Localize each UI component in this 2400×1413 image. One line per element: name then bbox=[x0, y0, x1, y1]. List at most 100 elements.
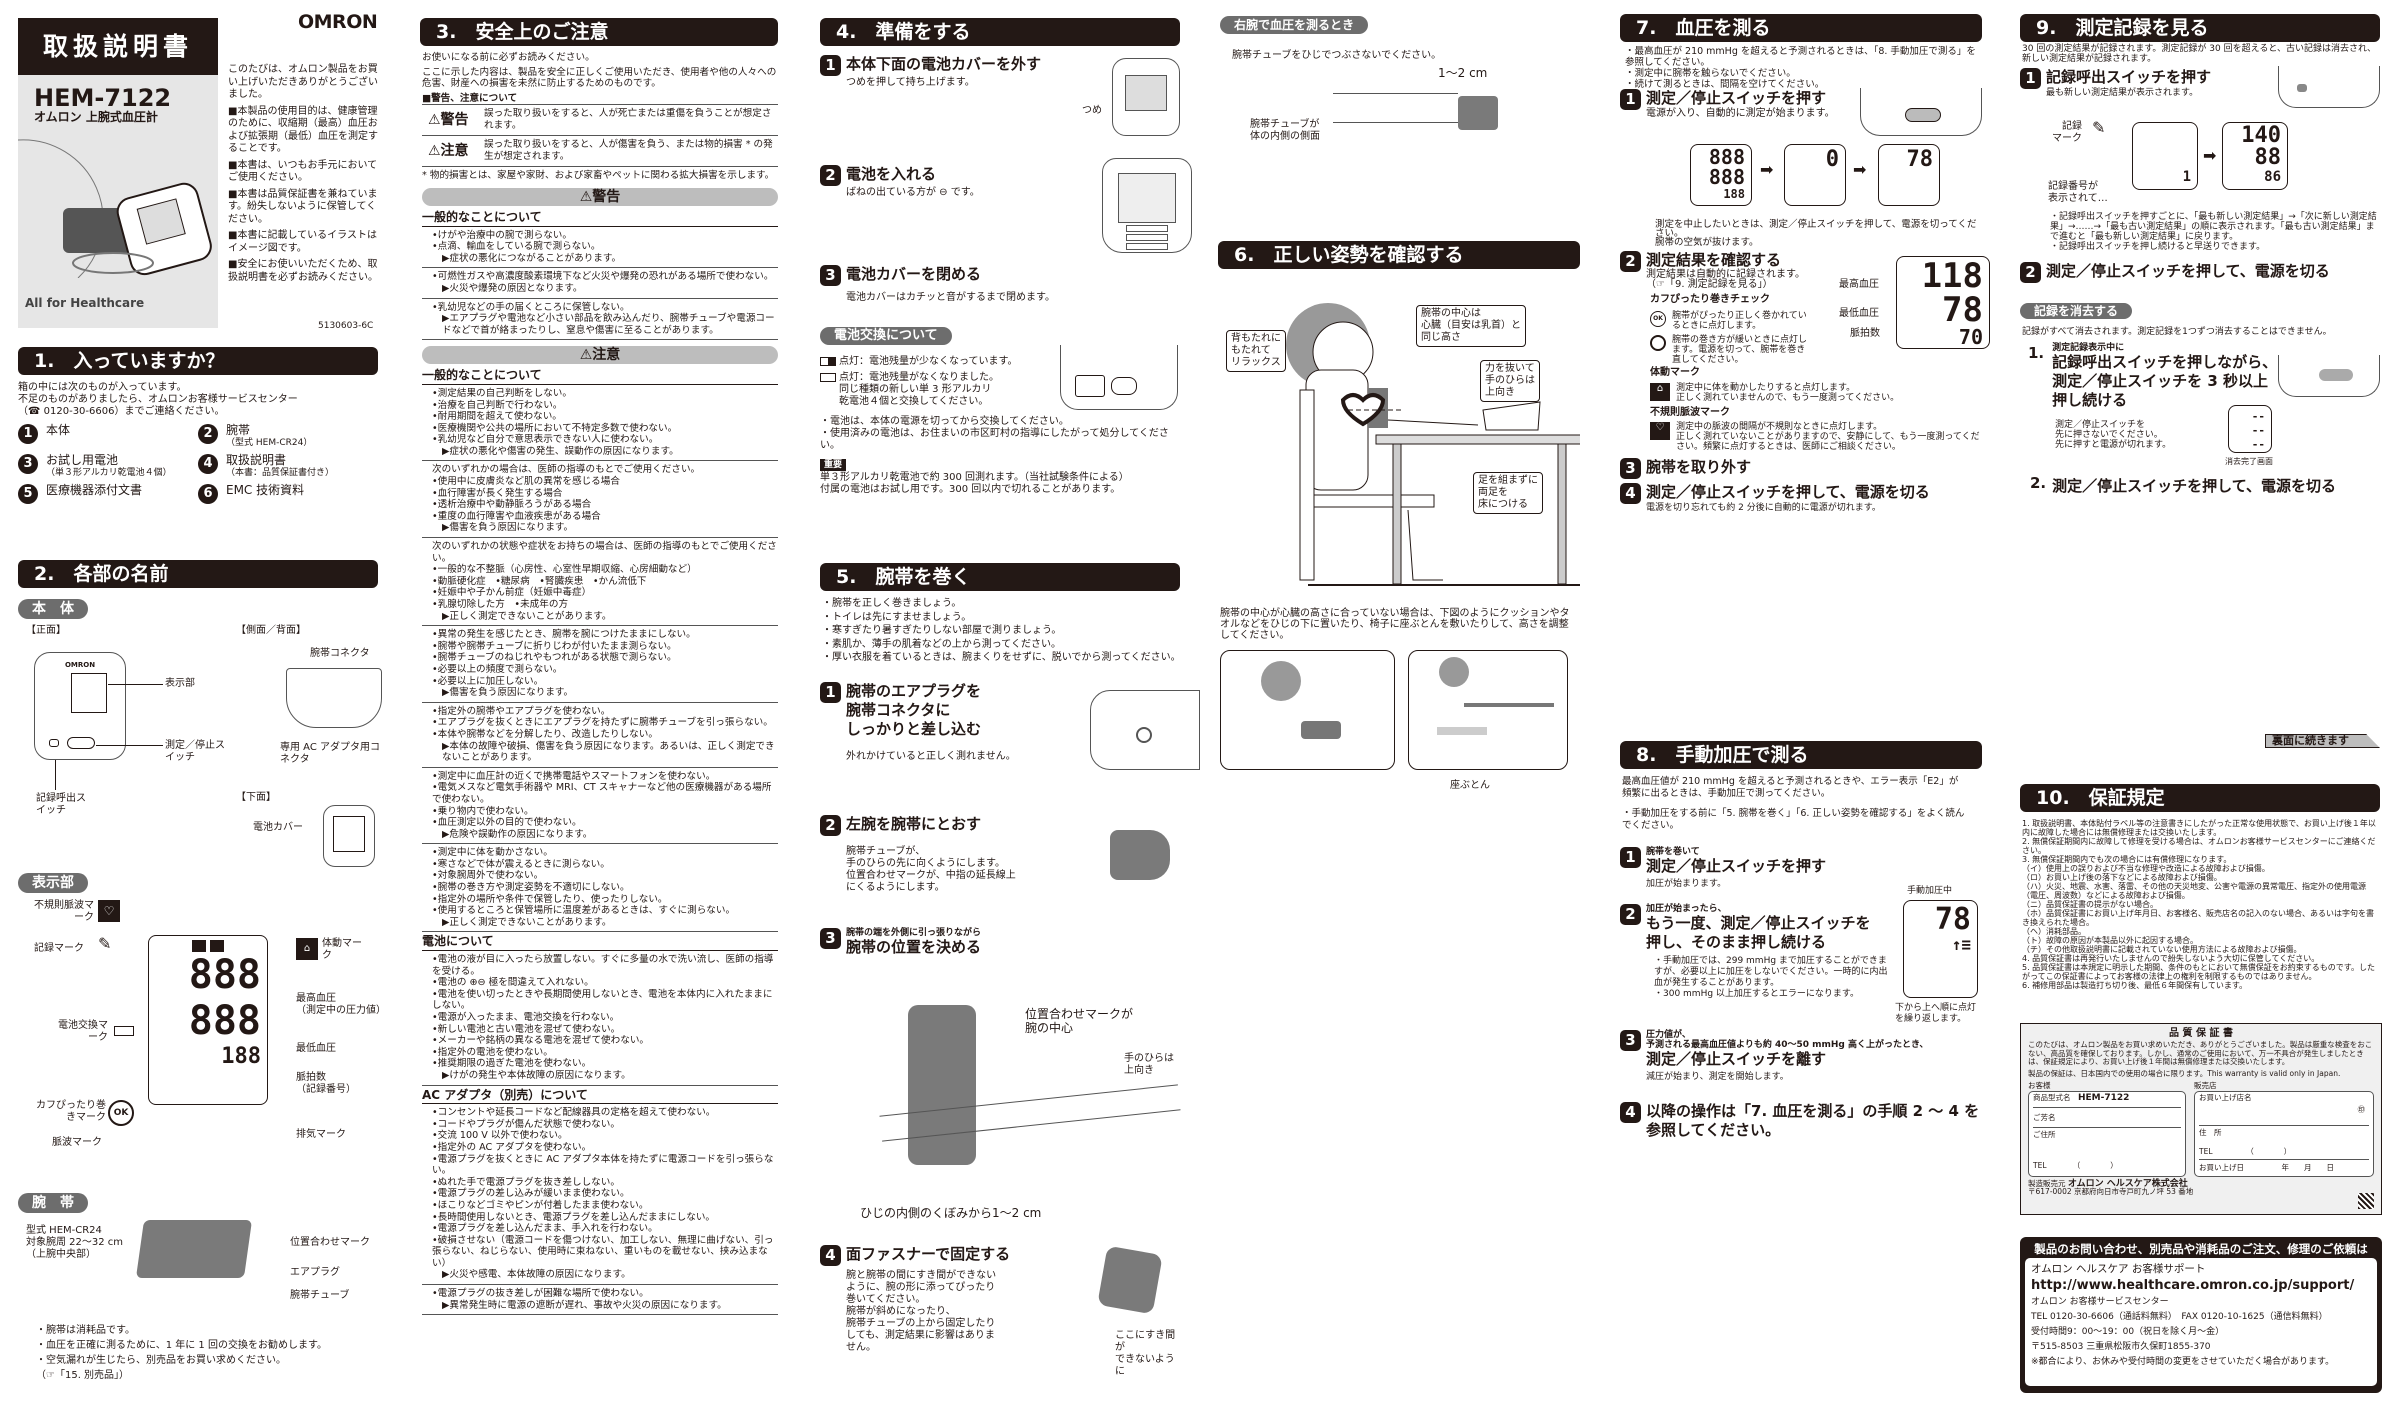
bullet-item: •測定結果の自己判断をしない。 bbox=[432, 387, 572, 399]
item-number: 4 bbox=[198, 454, 218, 474]
card-title: 品 質 保 証 書 bbox=[2169, 1028, 2233, 1039]
step-number: 1 bbox=[1620, 89, 1641, 110]
arrow-icon: ➡ bbox=[1853, 160, 1867, 179]
erase-note-line: 先に押さないでください。 bbox=[2055, 430, 2163, 440]
bullet-item: •新しい電池と古い電池を混ぜて使わない。 bbox=[432, 1023, 621, 1035]
column-1: 取扱説明書 HEM-7122 オムロン 上腕式血圧計 All for Healt… bbox=[18, 0, 386, 1413]
continue-on-back: 裏面に続きます bbox=[2265, 734, 2380, 748]
intro-line: お使いになる前に必ずお読みください。 bbox=[422, 52, 595, 63]
bullet-item: •コンセントや延長コードなど配線器具の定格を超えて使わない。 bbox=[432, 1107, 716, 1119]
cushion-label: 座ぶとん bbox=[1450, 780, 1490, 791]
caution-block: •指定外の腕帯やエアプラグを使わない。•エアプラグを抜くときにエアプラグを持たず… bbox=[422, 703, 778, 768]
erase-note-line: 測定／停止スイッチを bbox=[2055, 420, 2146, 430]
bullet-item: •指定外の AC アダプタを使わない。 bbox=[432, 1141, 592, 1153]
start-stop-switch bbox=[67, 737, 95, 749]
consequence-line: ▶異常発生時に電源の遮断が遅れ、事故や火災の原因になります。 bbox=[442, 1299, 727, 1311]
tel-field[interactable]: TEL （ ） bbox=[2033, 1160, 2118, 1170]
cuff-position-illustration bbox=[908, 1005, 976, 1165]
callout-back: 背もたれにもたれてリラックス bbox=[1226, 330, 1286, 372]
term-line: （ヘ）消耗部品。 bbox=[2022, 927, 2086, 936]
intro-paragraph: ■本書は品質保証書を兼ねています。紛失しないように保管してください。 bbox=[228, 188, 378, 225]
support-url[interactable]: http://www.healthcare.omron.co.jp/suppor… bbox=[2031, 1278, 2355, 1293]
manual-value: 78 bbox=[1934, 902, 1971, 937]
section-8-header: 8. 手動加圧で測る bbox=[1620, 741, 1982, 769]
address-field[interactable]: ご住所 bbox=[2033, 1129, 2056, 1139]
shop-address-field[interactable]: 住 所 bbox=[2199, 1127, 2222, 1137]
bullet-item: •対象腕周外で使わない。 bbox=[432, 870, 544, 882]
cuff-notes: ・腕帯は消耗品です。・血圧を正確に測るために、1 年に 1 回の交換をお勧めしま… bbox=[36, 1323, 327, 1383]
section-1-text: 箱の中には次のものが入っています。不足のものがありましたら、オムロンお客様サービ… bbox=[18, 382, 378, 418]
bullet-item: •一般的な不整脈（心房性、心室性早期収縮、心房細動など） bbox=[432, 564, 697, 576]
battery-replacement-pill: 電池交換について bbox=[820, 327, 952, 345]
step-title-line: 腕帯コネクタに bbox=[846, 701, 951, 719]
number-label-line: 表示されて… bbox=[2048, 193, 2108, 204]
step-title: 測定／停止スイッチを押して、電源を切る bbox=[1646, 483, 1930, 501]
step-text-line: しても、測定結果に影響はありま bbox=[846, 1330, 995, 1341]
intro-text: このたびは、オムロン製品をお買い上げいただきありがとうございました。■本製品の使… bbox=[228, 64, 380, 288]
bullet-item: •電池を使い切ったときや長期間使用しないとき、電池を本体内に入れたままにしない。 bbox=[432, 988, 773, 1012]
step-number: 3 bbox=[1620, 458, 1641, 479]
cuff-ok-text: 腕帯がぴったり正しく巻かれているときに点灯します。 bbox=[1672, 311, 1807, 331]
step-number: 3 bbox=[1620, 1030, 1641, 1051]
item-sub: （単３形アルカリ乾電池４個） bbox=[46, 468, 172, 478]
section-10-header: 10. 保証規定 bbox=[2020, 784, 2380, 812]
callout-line: 同じ高さ bbox=[1421, 332, 1461, 343]
caution-block: 次のいずれかの場合は、医師の指導のもとでご使用ください。•使用中に皮膚炎など肌の… bbox=[422, 461, 778, 539]
warranty-terms: 1. 取扱説明書、本体貼付ラベル等の注意書きにしたがった正常な使用状態で、お買い… bbox=[2022, 819, 2380, 990]
movement-row: ⌂測定中に体を動かしたりすると点灯します。正しく測れていませんので、もう一度測っ… bbox=[1650, 383, 1899, 403]
name-field[interactable]: ご芳名 bbox=[2033, 1108, 2181, 1128]
shop-tel-field[interactable]: TEL （ ） bbox=[2199, 1142, 2369, 1160]
bullet-item: •必要以上に加圧しない。 bbox=[432, 675, 544, 687]
general-heading: 一般的なことについて bbox=[422, 210, 778, 227]
maker-address: 〒617-0002 京都府向日市寺戸町九ノ坪 53 番地 bbox=[2028, 1187, 2194, 1196]
lcd-zero: 0 bbox=[1784, 144, 1846, 206]
consequence-line: ▶エアプラグや電池など小さい部品を飲み込んだり、腕帯チューブや電源コードなどで首… bbox=[442, 313, 775, 336]
bullet-line: ・寒すぎたり暑すぎたりしない部屋で測りましょう。 bbox=[822, 625, 1062, 636]
bullet-item: •必要以上の頻度で測らない。 bbox=[432, 663, 563, 675]
bullet-item: •電源プラグを抜くときに AC アダプタ本体を持たずに電源コードを引っ張らない。 bbox=[432, 1153, 774, 1177]
step-title: 本体下面の電池カバーを外す bbox=[846, 55, 1042, 73]
bullet-item: •破損させない（電源コードを傷つけない、加工しない、無理に曲げない、引っ張らない… bbox=[432, 1234, 774, 1269]
irregular-row: ♡測定中の脈波の間隔が不規則なときに点灯します。正しく測れていないことがあります… bbox=[1650, 422, 1980, 452]
note-line: （☞「15. 別売品」） bbox=[36, 1370, 130, 1381]
step-title: 記録呼出スイッチを押す bbox=[2046, 68, 2212, 86]
manual-intro: 最高血圧値が 210 mmHg を超えると予測されるときや、エラー表示「E2」が… bbox=[1622, 776, 1959, 799]
spec-line: （上腕中央部） bbox=[26, 1249, 96, 1260]
elbow-label: ひじの内側のくぼみから1～2 cm bbox=[860, 1206, 1042, 1220]
legend-row: ⚠注意誤った取り扱いをすると、人が傷害を負う、または物的損害 * の発生が想定さ… bbox=[422, 136, 778, 168]
consequence-line: ▶けがの発生や本体故障の原因になります。 bbox=[442, 1069, 631, 1081]
bullet-item: •交流 100 V 以外で使わない。 bbox=[432, 1130, 568, 1142]
column-6: 9. 測定記録を見る 30 回の測定結果が記録されます。測定記録が 30 回を超… bbox=[2020, 0, 2382, 1413]
bullet-item: •電気メスなど電気手術器や MRI、CT スキャナーなど他の医療機器がある場所で… bbox=[432, 782, 772, 805]
dash-line: -- bbox=[2251, 438, 2265, 451]
step-title-line: 腕帯のエアプラグを bbox=[846, 682, 982, 700]
step-note: ・手動加圧では、299 mmHg まで加圧することができますが、必要以上に加圧を… bbox=[1654, 956, 1888, 988]
step-title-line: 記録呼出スイッチを押しながら、 bbox=[2052, 353, 2278, 371]
stop-note: 測定を中止したいときは、測定／停止スイッチを押して、電源を切ってください。腕帯の… bbox=[1655, 220, 1982, 248]
bullet-item: •腕帯の巻き方や測定姿勢を不適切にしない。 bbox=[432, 882, 630, 894]
bullet-item: •治療を自己判断で行わない。 bbox=[432, 399, 563, 411]
purchase-date-field[interactable]: お買い上げ日 年 月 日 bbox=[2199, 1162, 2334, 1172]
device-front-illustration: OMRON bbox=[34, 652, 126, 760]
manual-note-line: 下から上へ順に点灯 bbox=[1895, 1003, 1977, 1013]
seal-mark: ㊞ bbox=[2357, 1104, 2366, 1114]
step-text-line: 腕帯が斜めになったり、 bbox=[846, 1306, 956, 1317]
term-line: （ホ）品質保証書にお買い上げ年月日、お客様名、販売店名の記入のない場合、あるいは… bbox=[2022, 909, 2374, 927]
label-deflate: 排気マーク bbox=[296, 1129, 346, 1140]
bullet-line: ・厚い衣服を着ているときは、腕まくりをせずに、脱いでから測ってください。 bbox=[822, 652, 1181, 663]
shop-field[interactable]: お買い上げ店名 bbox=[2199, 1092, 2252, 1102]
battery-empty-row: 点灯：電池残量がなくなりました。同じ種類の新しい単 3 形アルカリ乾電池４個と交… bbox=[820, 372, 999, 408]
step-number: 3 bbox=[820, 265, 841, 286]
consequence-line: ▶本体の故障や破損、傷害を負う原因になります。あるいは、正しく測定できないことが… bbox=[442, 740, 775, 764]
erase-note: 測定／停止スイッチを先に押さないでください。先に押すと電源が切れます。 bbox=[2055, 420, 2171, 450]
palm-label-line: 手のひらは bbox=[1124, 1053, 1174, 1064]
item-label: EMC 技術資料 bbox=[226, 483, 305, 497]
model-value: HEM-7122 bbox=[2078, 1092, 2130, 1103]
